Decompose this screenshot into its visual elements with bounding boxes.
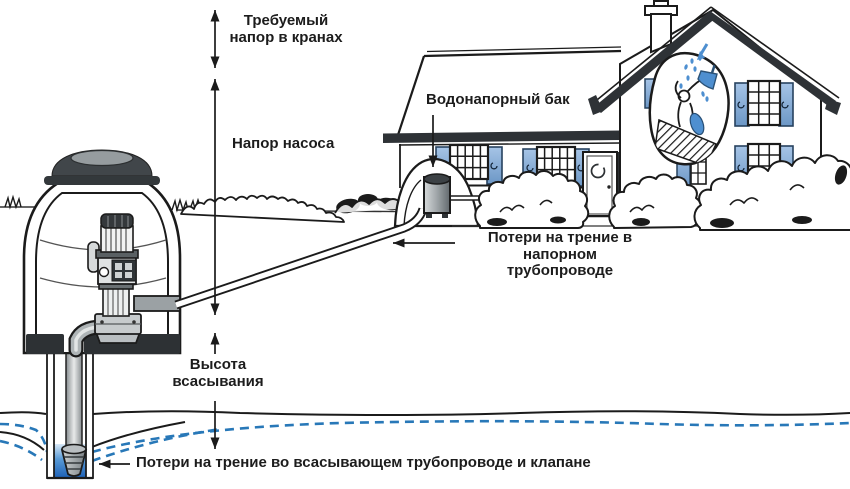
pump-outlet bbox=[133, 295, 181, 312]
label-required-head: Требуемый напор в кранах bbox=[220, 12, 352, 46]
door-wreath-icon bbox=[590, 163, 606, 179]
label-suction-friction: Потери на трение во всасывающем трубопро… bbox=[136, 454, 591, 471]
shower-cutaway bbox=[648, 43, 730, 166]
foot-valve bbox=[60, 443, 88, 477]
shower-stall bbox=[654, 118, 718, 165]
label-suction-height: Высота всасывания bbox=[162, 356, 274, 390]
well-house bbox=[22, 149, 182, 358]
borehole bbox=[46, 335, 94, 480]
label-pressure-friction-line1: Потери на трение в напорном bbox=[487, 229, 633, 263]
discharge-pipe bbox=[174, 207, 428, 310]
well-floor-left bbox=[26, 334, 64, 354]
water-table-dashed-line bbox=[0, 419, 850, 463]
door-knob bbox=[607, 185, 611, 189]
label-pressure-friction-line2: трубопроводе bbox=[506, 262, 614, 279]
label-suction-height-line2: всасывания bbox=[172, 372, 264, 390]
well-pump bbox=[87, 213, 181, 344]
wing-eave bbox=[383, 130, 621, 143]
label-required-head-line1: Требуемый bbox=[243, 12, 329, 29]
label-pressure-friction: Потери на трение в напорном трубопроводе bbox=[452, 229, 668, 280]
label-required-head-line2: напор в кранах bbox=[229, 28, 343, 46]
ground-line bbox=[0, 410, 850, 451]
wing-roof bbox=[396, 51, 621, 141]
label-water-tank: Водонапорный бак bbox=[426, 91, 570, 108]
shower-arrow-icon bbox=[697, 43, 709, 60]
label-suction-height-line1: Высота bbox=[189, 356, 247, 373]
gable-roof bbox=[588, 6, 841, 115]
water-tank bbox=[423, 173, 484, 218]
pump-motor-cap bbox=[100, 213, 134, 229]
bushes bbox=[474, 154, 850, 231]
well-cap bbox=[44, 149, 160, 185]
chimney bbox=[644, 0, 678, 54]
gable-window-upper bbox=[733, 79, 795, 128]
front-door bbox=[580, 151, 623, 218]
label-pump-head: Напор насоса bbox=[232, 135, 335, 152]
